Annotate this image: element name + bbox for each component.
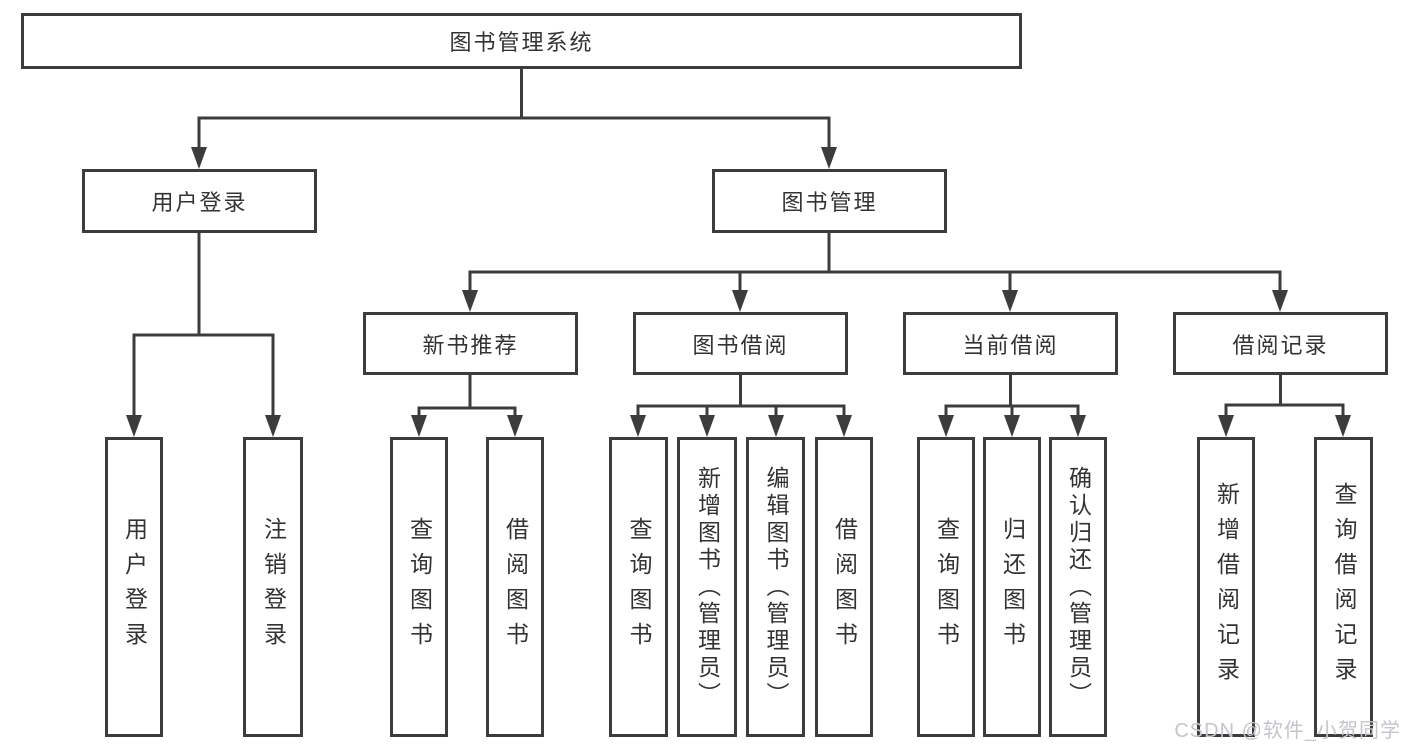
leaf-borrow-edit-books-admin: 编辑图书（管理员）	[746, 437, 805, 737]
node-current-borrow: 当前借阅	[903, 312, 1118, 375]
leaf-user-login-label: 用户登录	[121, 517, 148, 657]
leaf-current-return-books-label: 归还图书	[999, 517, 1026, 657]
leaf-current-return-books: 归还图书	[983, 437, 1041, 737]
leaf-current-confirm-return-admin: 确认归还（管理员）	[1049, 437, 1107, 737]
leaf-borrow-borrow-books-label: 借阅图书	[831, 517, 858, 657]
node-root: 图书管理系统	[21, 13, 1022, 69]
leaf-logout-login-label: 注销登录	[260, 517, 287, 657]
leaf-records-query-record-label: 查询借阅记录	[1331, 482, 1357, 692]
leaf-borrow-query-books: 查询图书	[609, 437, 668, 737]
leaf-current-query-books: 查询图书	[917, 437, 975, 737]
leaf-logout-login: 注销登录	[243, 437, 303, 737]
leaf-newbook-borrow-books: 借阅图书	[486, 437, 544, 737]
arrowheads	[126, 147, 1351, 437]
leaf-records-add-record-label: 新增借阅记录	[1213, 482, 1240, 692]
csdn-watermark: CSDN @软件_小贺同学	[1174, 720, 1401, 742]
leaf-borrow-borrow-books: 借阅图书	[815, 437, 873, 737]
node-book-borrow-label: 图书借阅	[692, 332, 789, 358]
leaf-borrow-query-books-label: 查询图书	[626, 517, 652, 657]
node-borrow-records: 借阅记录	[1173, 312, 1388, 375]
node-borrow-records-label: 借阅记录	[1232, 332, 1329, 358]
node-new-book-recommend-label: 新书推荐	[422, 332, 519, 358]
node-user-login-label: 用户登录	[151, 190, 248, 215]
node-current-borrow-label: 当前借阅	[962, 332, 1059, 358]
node-book-management-label: 图书管理	[781, 190, 878, 215]
leaf-records-query-record: 查询借阅记录	[1314, 437, 1373, 737]
leaf-borrow-add-books-admin: 新增图书（管理员）	[677, 437, 737, 737]
leaf-newbook-query-books-label: 查询图书	[406, 517, 433, 657]
leaf-records-add-record: 新增借阅记录	[1197, 437, 1255, 737]
node-new-book-recommend: 新书推荐	[363, 312, 578, 375]
node-book-management: 图书管理	[712, 169, 947, 233]
node-book-borrow: 图书借阅	[633, 312, 848, 375]
leaf-borrow-edit-books-admin-label: 编辑图书（管理员）	[763, 465, 789, 709]
leaf-current-query-books-label: 查询图书	[933, 517, 960, 657]
leaf-current-confirm-return-admin-label: 确认归还（管理员）	[1065, 465, 1092, 709]
connector-strokes	[132, 69, 1345, 418]
leaf-borrow-add-books-admin-label: 新增图书（管理员）	[694, 465, 721, 709]
leaf-user-login: 用户登录	[105, 437, 163, 737]
node-user-login: 用户登录	[82, 169, 317, 233]
leaf-newbook-query-books: 查询图书	[390, 437, 448, 737]
leaf-newbook-borrow-books-label: 借阅图书	[502, 517, 529, 657]
node-root-label: 图书管理系统	[449, 30, 594, 55]
